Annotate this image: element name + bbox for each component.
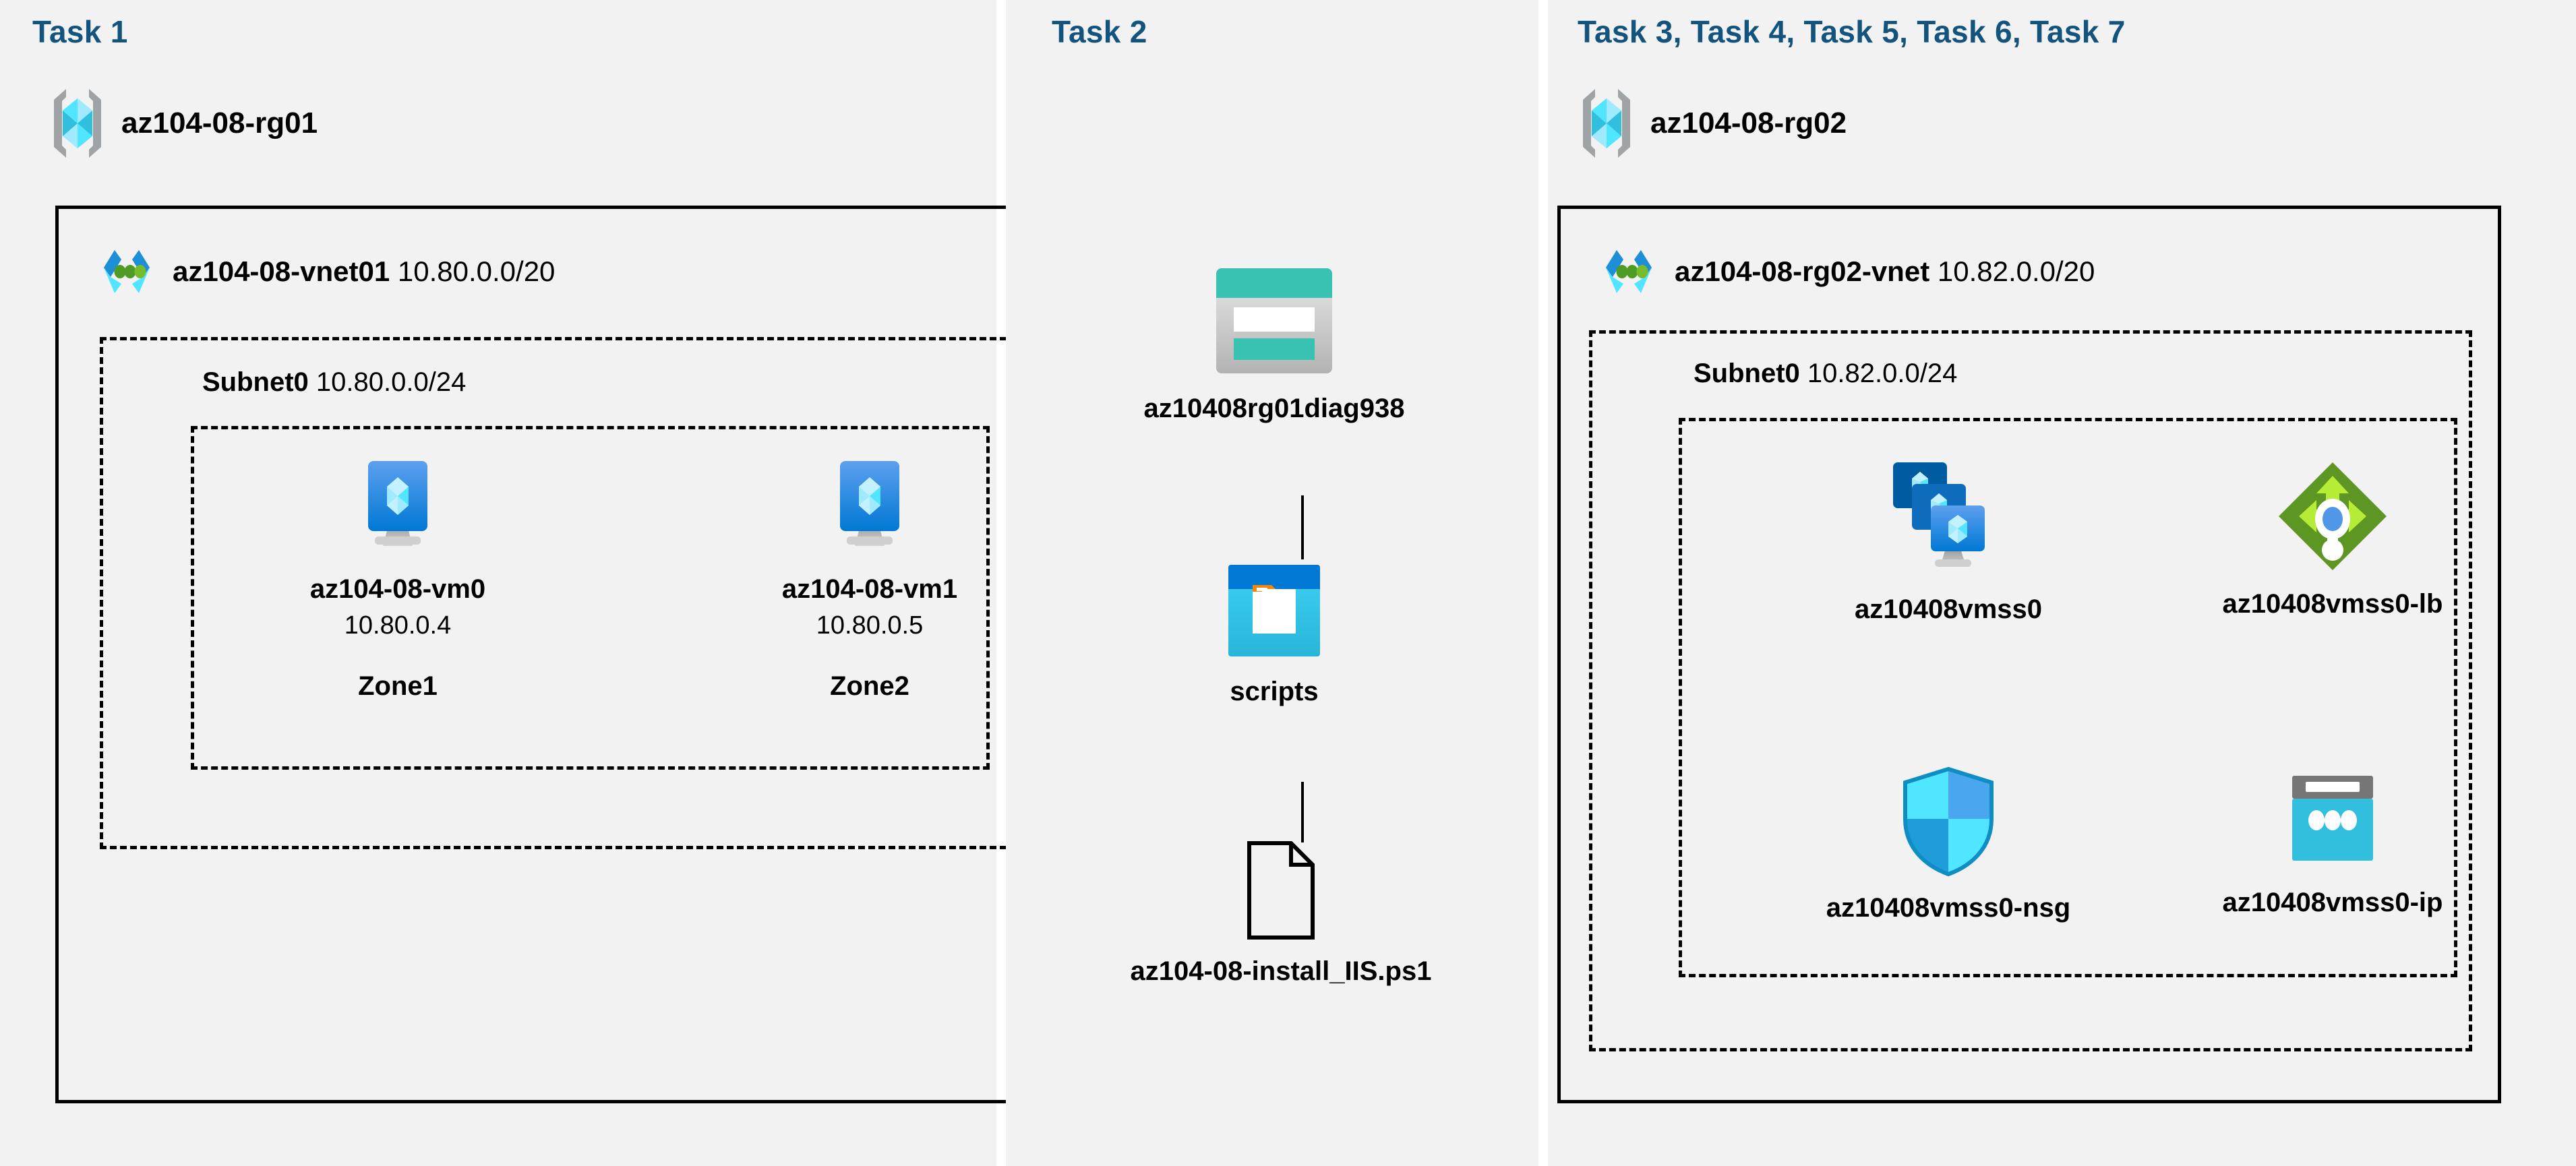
vnet-2-cidr: 10.82.0.0/20 xyxy=(1937,255,2095,287)
vnet-2-name: az104-08-rg02-vnet xyxy=(1675,255,1930,287)
availability-zones-boundary xyxy=(191,426,990,770)
blob-container-icon xyxy=(1223,559,1325,662)
task1-panel xyxy=(0,0,996,1166)
task1-label: Task 1 xyxy=(32,14,128,49)
vm0-zone: Zone1 xyxy=(358,671,438,701)
file-document-icon xyxy=(1240,839,1322,942)
vnet-1-name: az104-08-vnet01 xyxy=(173,255,390,287)
public-ip-address-icon xyxy=(2281,772,2384,873)
script-file-node[interactable]: az104-08-install_IIS.ps1 xyxy=(1106,839,1456,987)
subnet-2-cidr: 10.82.0.0/24 xyxy=(1807,359,1958,388)
load-balancer-node[interactable]: az10408vmss0-lb xyxy=(2157,458,2508,619)
virtual-network-icon xyxy=(1596,239,1661,304)
resource-group-icon xyxy=(1578,86,1636,160)
resource-group-2-name: az104-08-rg02 xyxy=(1650,106,1847,140)
script-file-name: az104-08-install_IIS.ps1 xyxy=(1130,956,1432,986)
vmss-resources-boundary xyxy=(1679,418,2457,977)
network-security-group-icon xyxy=(1898,765,1999,878)
load-balancer-icon xyxy=(2275,458,2391,574)
virtual-network-icon xyxy=(94,239,159,304)
task2-label: Task 2 xyxy=(1052,14,1147,49)
resource-group-1-row: az104-08-rg01 xyxy=(49,86,318,160)
subnet-2-boundary xyxy=(1589,330,2472,1051)
vnet-1-cidr: 10.80.0.0/20 xyxy=(397,255,556,287)
task3-7-panel xyxy=(1548,0,2576,1166)
subnet-1-name: Subnet0 xyxy=(202,367,309,397)
nsg-name: az10408vmss0-nsg xyxy=(1826,893,2071,923)
blob-container-node[interactable]: scripts xyxy=(1187,559,1362,707)
load-balancer-name: az10408vmss0-lb xyxy=(2222,589,2443,619)
resource-group-2-row: az104-08-rg02 xyxy=(1578,86,1847,160)
subnet-2-label: Subnet0 10.82.0.0/24 xyxy=(1694,359,1957,389)
vnet-1-label: az104-08-vnet01 10.80.0.0/20 xyxy=(173,255,555,288)
vnet-1-title-row: az104-08-vnet01 10.80.0.0/20 xyxy=(94,239,555,304)
subnet-1-label: Subnet0 10.80.0.0/24 xyxy=(202,367,466,398)
blob-container-name: scripts xyxy=(1230,677,1319,706)
vmss-name: az10408vmss0 xyxy=(1854,594,2043,624)
subnet-1-cidr: 10.80.0.0/24 xyxy=(316,367,467,397)
container-to-script-connector xyxy=(1301,782,1304,842)
vm0-ip: 10.80.0.4 xyxy=(344,611,452,640)
storage-account-node[interactable]: az10408rg01diag938 xyxy=(1143,263,1405,424)
vnet-2-label: az104-08-rg02-vnet 10.82.0.0/20 xyxy=(1675,255,2095,288)
vnet-2-boundary xyxy=(1557,206,2501,1103)
nsg-node[interactable]: az10408vmss0-nsg xyxy=(1766,765,2130,923)
public-ip-node[interactable]: az10408vmss0-ip xyxy=(2178,772,2488,918)
resource-group-1-name: az104-08-rg01 xyxy=(121,106,318,140)
vm1-name: az104-08-vm1 xyxy=(781,574,958,604)
task3-7-label: Task 3, Task 4, Task 5, Task 6, Task 7 xyxy=(1578,14,2126,49)
vnet-2-title-row: az104-08-rg02-vnet 10.82.0.0/20 xyxy=(1596,239,2095,304)
resource-group-icon xyxy=(49,86,107,160)
vm-scale-set-icon xyxy=(1881,458,2016,580)
storage-account-name: az10408rg01diag938 xyxy=(1143,394,1405,423)
vm1-zone: Zone2 xyxy=(830,671,909,701)
vm1-node[interactable]: az104-08-vm1 10.80.0.5 Zone2 xyxy=(755,458,984,702)
vm1-ip: 10.80.0.5 xyxy=(816,611,924,640)
storage-account-icon xyxy=(1209,263,1339,379)
vm0-node[interactable]: az104-08-vm0 10.80.0.4 Zone1 xyxy=(283,458,512,702)
subnet-2-name: Subnet0 xyxy=(1694,359,1800,388)
storage-to-container-connector xyxy=(1301,495,1304,559)
public-ip-name: az10408vmss0-ip xyxy=(2222,888,2443,917)
virtual-machine-icon xyxy=(822,458,917,559)
vmss-node[interactable]: az10408vmss0 xyxy=(1760,458,2137,625)
virtual-machine-icon xyxy=(351,458,445,559)
vm0-name: az104-08-vm0 xyxy=(309,574,486,604)
